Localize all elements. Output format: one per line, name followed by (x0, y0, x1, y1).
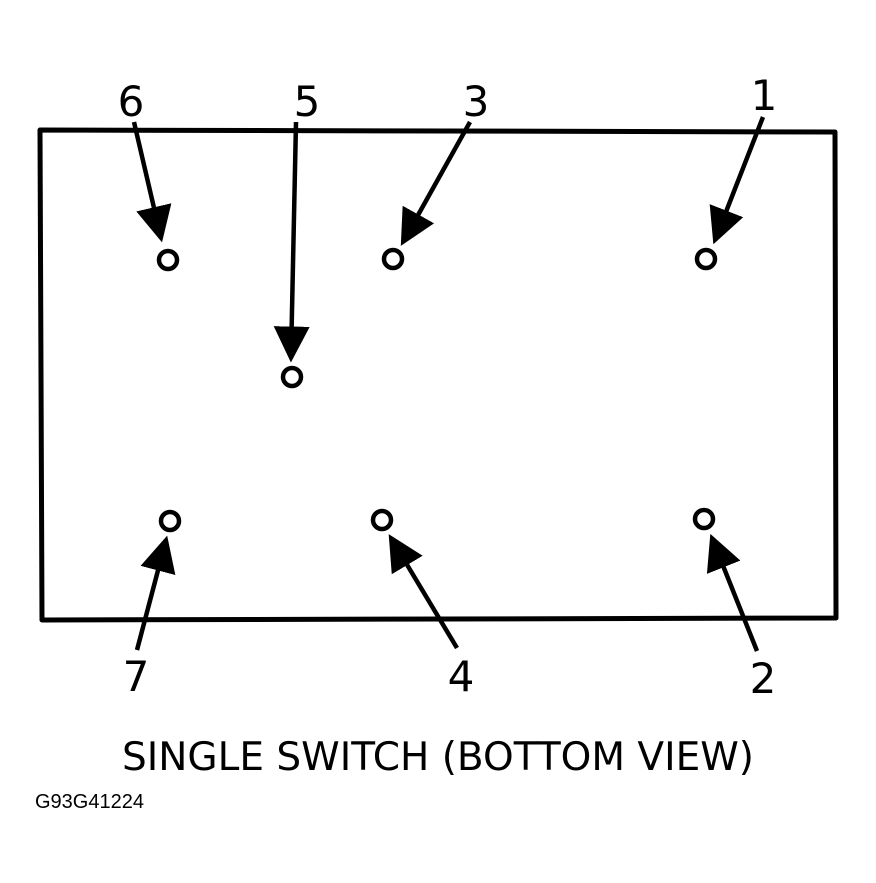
pin-2-leader-arrow (706, 533, 760, 652)
pin-5-leader-arrow (273, 121, 310, 363)
pin-label-3: 3 (463, 77, 490, 126)
pin-label-5: 5 (294, 77, 321, 126)
pin-label-4: 4 (448, 652, 475, 701)
pin-label-1: 1 (751, 71, 778, 120)
pin-label-2: 2 (750, 654, 777, 703)
figure-id: G93G41224 (35, 791, 144, 813)
diagram-caption: SINGLE SWITCH (BOTTOM VIEW) (121, 735, 755, 780)
pin-1-leader-arrow (709, 116, 766, 245)
pin-7-terminal (158, 509, 182, 533)
switch-body-outline (37, 127, 839, 623)
pin-label-6: 6 (118, 77, 145, 126)
pin-3-terminal (381, 247, 405, 271)
pin-2-terminal (692, 507, 716, 531)
pin-5-terminal (280, 365, 304, 389)
pin-4-leader-arrow (388, 534, 459, 650)
pin-label-7: 7 (123, 652, 150, 701)
pin-7-leader-arrow (134, 535, 176, 651)
pin-4-terminal (370, 508, 394, 532)
pin-3-leader-arrow (400, 120, 472, 246)
pin-1-terminal (694, 247, 718, 271)
pin-6-terminal (156, 248, 180, 272)
pin-6-leader-arrow (131, 121, 172, 243)
